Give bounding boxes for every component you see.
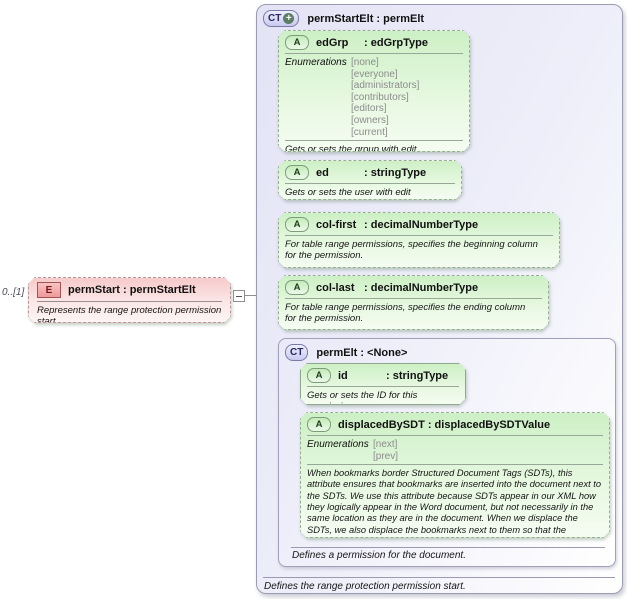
collapse-handle-icon[interactable] <box>233 290 245 302</box>
attribute-description: Gets or sets the ID for this permission. <box>307 390 418 401</box>
enumeration-values: [next] [prev] <box>373 439 398 462</box>
attribute-badge: A <box>285 280 309 295</box>
enumeration-value: [owners] <box>351 114 389 126</box>
attribute-name: ed <box>316 166 329 179</box>
attribute-type: decimalNumberType <box>364 219 478 231</box>
attribute-title-row: A id stringType <box>301 364 465 386</box>
complex-type-badge: CT <box>285 344 309 361</box>
separator <box>291 547 605 548</box>
attribute-description: Gets or sets the user with edit permissi… <box>285 187 411 198</box>
attribute-name: displacedBySDT <box>338 418 425 431</box>
enumeration-value: [contributors] <box>351 91 409 103</box>
attribute-box-col-last: A col-last decimalNumberType For table r… <box>278 275 549 330</box>
attribute-description: Gets or sets the group with edit permiss… <box>285 144 417 152</box>
attribute-name: col-last <box>316 281 355 294</box>
complex-type-badge-label: CT <box>290 347 304 358</box>
attribute-badge: A <box>285 165 309 180</box>
separator <box>285 298 542 299</box>
attribute-description: When bookmarks border Structured Documen… <box>307 468 602 535</box>
attribute-badge: A <box>285 35 309 50</box>
complex-type-badge-label: CT <box>268 13 282 24</box>
separator <box>307 435 603 436</box>
element-description: Represents the range protection permissi… <box>37 305 222 323</box>
separator <box>37 301 222 302</box>
attribute-title-row: A ed stringType <box>279 161 461 183</box>
complex-type-name: permStartElt <box>307 12 374 25</box>
enumeration-value: [next] <box>373 439 398 450</box>
separator <box>285 140 463 141</box>
attribute-title-row: A edGrp edGrpType <box>279 31 469 53</box>
attribute-type: displacedBySDTValue <box>428 419 550 431</box>
complex-type-description: Defines the range protection permission … <box>264 581 466 592</box>
element-badge: E <box>37 282 61 298</box>
separator <box>285 183 455 184</box>
attribute-type: stringType <box>364 167 426 179</box>
enumeration-values: [none] [everyone] [administrators] [cont… <box>351 57 419 138</box>
attribute-box-id: A id stringType Gets or sets the ID for … <box>300 363 466 405</box>
attribute-title-row: A col-first decimalNumberType <box>279 213 559 235</box>
enumeration-value: [editors] <box>351 103 387 115</box>
complex-type-title: permElt <None> <box>316 347 407 359</box>
complex-type-title: permStartElt permElt <box>307 13 424 25</box>
attribute-type: stringType <box>386 370 448 382</box>
element-title-row: E permStart permStartElt <box>29 278 230 301</box>
attribute-type: decimalNumberType <box>364 282 478 294</box>
attribute-name: edGrp <box>316 36 349 49</box>
attribute-box-ed: A ed stringType Gets or sets the user wi… <box>278 160 462 200</box>
enumeration-value: [current] <box>351 126 388 138</box>
attribute-badge: A <box>285 217 309 232</box>
attribute-title-row: A displacedBySDT displacedBySDTValue <box>301 413 609 435</box>
enumerations-label: Enumerations <box>307 439 369 450</box>
complex-type-base: <None> <box>360 347 407 359</box>
complex-type-description: Defines a permission for the document. <box>292 550 466 561</box>
attribute-badge: A <box>307 368 331 383</box>
attribute-box-col-first: A col-first decimalNumberType For table … <box>278 212 560 268</box>
complex-type-header: CT permStartElt permElt <box>263 10 424 27</box>
complex-type-base: permElt <box>376 13 424 25</box>
enumeration-value: [everyone] <box>351 68 398 80</box>
complex-type-name: permElt <box>316 346 358 359</box>
separator <box>307 386 459 387</box>
enumerations-label: Enumerations <box>285 57 347 68</box>
attribute-box-displacedBySDT: A displacedBySDT displacedBySDTValue Enu… <box>300 412 610 538</box>
enumerations-block: Enumerations [next] [prev] <box>301 436 609 464</box>
attribute-name: col-first <box>316 218 357 231</box>
expand-plus-icon[interactable] <box>283 13 295 24</box>
separator <box>285 53 463 54</box>
enumeration-value: [administrators] <box>351 80 420 92</box>
attribute-description: For table range permissions, specifies t… <box>285 302 526 325</box>
enumeration-value: [prev] <box>373 450 399 462</box>
attribute-box-edGrp: A edGrp edGrpType Enumerations [none] [e… <box>278 30 470 152</box>
attribute-description: For table range permissions, specifies t… <box>285 239 538 262</box>
enumeration-value: [none] <box>351 57 379 68</box>
enumerations-block: Enumerations [none] [everyone] [administ… <box>279 54 469 140</box>
complex-type-badge: CT <box>263 10 300 27</box>
element-type: permStartElt <box>123 284 196 296</box>
cardinality-label: 0..[1] <box>2 287 25 298</box>
minus-icon <box>236 295 242 297</box>
separator <box>285 235 553 236</box>
element-box-permStart: E permStart permStartElt Represents the … <box>28 277 231 323</box>
attribute-title-row: A col-last decimalNumberType <box>279 276 548 298</box>
attribute-name: id <box>338 369 348 382</box>
complex-type-header: CT permElt <None> <box>285 344 407 361</box>
element-name: permStart <box>68 284 120 296</box>
attribute-badge: A <box>307 417 331 432</box>
separator <box>307 464 603 465</box>
attribute-type: edGrpType <box>364 37 428 49</box>
separator <box>263 577 615 578</box>
